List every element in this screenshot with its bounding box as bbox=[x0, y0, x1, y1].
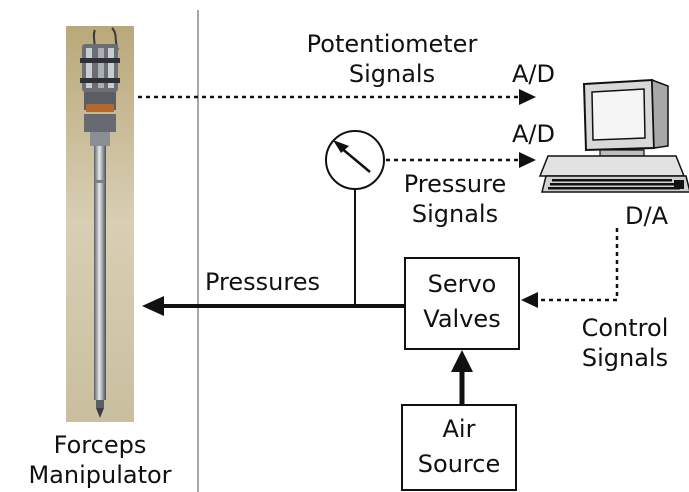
air-supply-arrow bbox=[451, 350, 473, 405]
control-signals-label-line2: Signals bbox=[581, 344, 669, 372]
potentiometer-label-line1: Potentiometer bbox=[306, 30, 478, 58]
air-source-text-line2: Source bbox=[417, 450, 501, 478]
air-source-box bbox=[401, 404, 517, 491]
computer-icon bbox=[538, 78, 689, 193]
pressures-arrow bbox=[142, 296, 405, 316]
ad-middle-label: A/D bbox=[512, 120, 555, 148]
air-source-text-line1: Air bbox=[442, 415, 476, 443]
pressure-signal-arrow bbox=[386, 152, 536, 168]
pressure-signals-label-line2: Signals bbox=[411, 200, 499, 228]
servo-valves-box bbox=[404, 257, 520, 350]
forceps-label-line1: Forceps bbox=[53, 431, 147, 459]
potentiometer-signal-arrow bbox=[138, 89, 536, 105]
control-signal-arrow bbox=[521, 228, 619, 308]
servo-valves-text-line1: Servo bbox=[427, 270, 497, 298]
forceps-label-line2: Manipulator bbox=[28, 461, 172, 489]
pressures-label: Pressures bbox=[205, 268, 320, 296]
control-signals-label-line1: Control bbox=[581, 314, 669, 342]
potentiometer-label-line2: Signals bbox=[348, 60, 436, 88]
pressure-signals-label-line1: Pressure bbox=[403, 170, 507, 198]
pressure-gauge-icon bbox=[325, 130, 385, 190]
servo-valves-text-line2: Valves bbox=[423, 305, 501, 333]
forceps-manipulator-photo bbox=[66, 26, 134, 422]
ad-top-label: A/D bbox=[512, 60, 555, 88]
da-label: D/A bbox=[625, 202, 668, 230]
